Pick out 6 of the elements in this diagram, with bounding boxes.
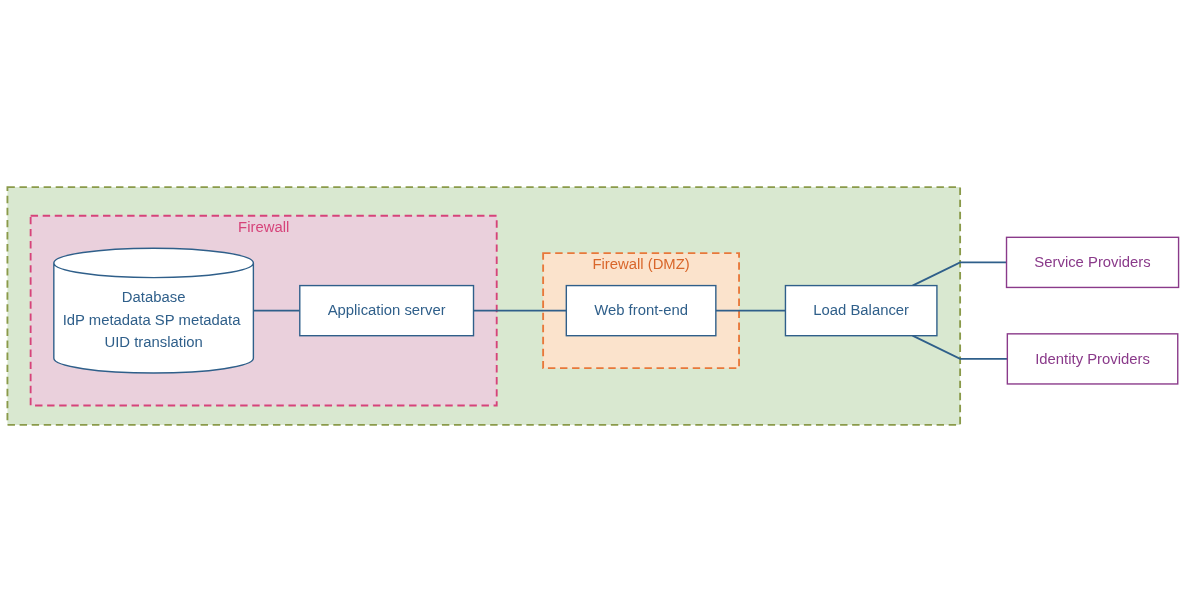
node-box: Web front-end (565, 284, 717, 337)
node-box: Service Providers (1005, 236, 1180, 289)
node-box: Identity Providers (1006, 333, 1179, 385)
node-box: Load Balancer (784, 284, 938, 337)
cluster (6, 186, 962, 426)
node-box: Application server (299, 284, 475, 337)
